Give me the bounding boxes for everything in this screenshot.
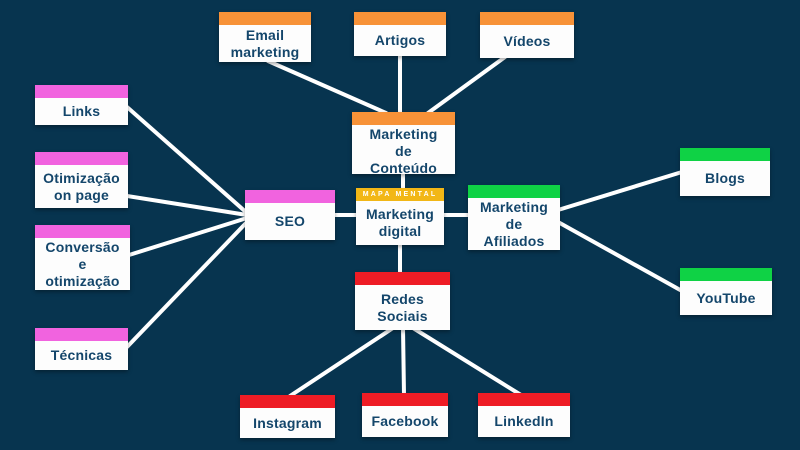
node-label: Conversão e otimização bbox=[45, 239, 120, 289]
node-label: Blogs bbox=[705, 170, 745, 187]
node-label: Facebook bbox=[371, 413, 439, 430]
node-color-bar-orange bbox=[352, 112, 455, 125]
node-color-bar-green bbox=[680, 148, 770, 161]
node-color-bar-red bbox=[478, 393, 570, 406]
node-youtube[interactable]: YouTube bbox=[680, 268, 772, 315]
node-color-bar-pink bbox=[35, 328, 128, 341]
node-color-bar-orange bbox=[480, 12, 574, 25]
node-color-bar-red bbox=[240, 395, 335, 408]
node-label: Artigos bbox=[374, 32, 426, 49]
node-redes-sociais[interactable]: Redes Sociais bbox=[355, 272, 450, 330]
node-blogs[interactable]: Blogs bbox=[680, 148, 770, 196]
connector-line-tecnicas-to-seo bbox=[125, 220, 249, 349]
node-color-bar-pink bbox=[35, 225, 130, 238]
node-label: Marketing de Conteúdo bbox=[369, 126, 438, 176]
node-color-bar-red bbox=[355, 272, 450, 285]
node-seo[interactable]: SEO bbox=[245, 190, 335, 240]
node-videos[interactable]: Vídeos bbox=[480, 12, 574, 58]
connector-line-redes-sociais-to-linkedin bbox=[411, 326, 523, 397]
connector-line-redes-sociais-to-instagram bbox=[288, 326, 395, 398]
node-label: Links bbox=[62, 103, 101, 120]
connector-line-redes-sociais-to-facebook bbox=[401, 326, 406, 397]
node-label: Instagram bbox=[253, 414, 322, 431]
node-label: Email marketing bbox=[230, 26, 300, 60]
node-marketing-de-conteudo[interactable]: Marketing de Conteúdo bbox=[352, 112, 455, 176]
node-color-bar-green bbox=[468, 185, 560, 198]
connector-line-videos-to-marketing-de-conteudo bbox=[426, 55, 507, 115]
node-color-bar-yellow: MAPA MENTAL bbox=[356, 188, 444, 201]
node-linkedin[interactable]: LinkedIn bbox=[478, 393, 570, 437]
node-label: Marketing de Afiliados bbox=[480, 199, 548, 249]
connector-line-marketing-de-afiliados-to-blogs bbox=[556, 170, 684, 212]
node-label: Técnicas bbox=[50, 347, 113, 364]
node-facebook[interactable]: Facebook bbox=[362, 393, 448, 437]
node-links[interactable]: Links bbox=[35, 85, 128, 125]
node-artigos[interactable]: Artigos bbox=[354, 12, 446, 56]
node-label: Redes Sociais bbox=[377, 290, 428, 324]
connector-line-marketing-de-afiliados-to-youtube bbox=[556, 220, 684, 293]
connector-line-otimizacao-on-page-to-seo bbox=[125, 194, 249, 217]
node-tecnicas[interactable]: Técnicas bbox=[35, 328, 128, 370]
node-label: Otimização on page bbox=[43, 169, 120, 203]
node-label: Vídeos bbox=[503, 33, 551, 50]
connector-line-conversao-e-otimizacao-to-seo bbox=[127, 216, 249, 257]
node-label: SEO bbox=[274, 213, 306, 230]
node-instagram[interactable]: Instagram bbox=[240, 395, 335, 438]
node-color-bar-orange bbox=[219, 12, 311, 25]
node-email-marketing[interactable]: Email marketing bbox=[219, 12, 311, 62]
node-label: YouTube bbox=[696, 289, 756, 306]
node-conversao-e-otimizacao[interactable]: Conversão e otimização bbox=[35, 225, 130, 290]
node-color-bar-red bbox=[362, 393, 448, 406]
node-color-bar-pink bbox=[35, 152, 128, 165]
node-marketing-de-afiliados[interactable]: Marketing de Afiliados bbox=[468, 185, 560, 250]
connector-line-email-marketing-to-marketing-de-conteudo bbox=[266, 59, 388, 115]
node-color-bar-pink bbox=[35, 85, 128, 98]
node-otimizacao-on-page[interactable]: Otimização on page bbox=[35, 152, 128, 208]
node-label: Marketing digital bbox=[366, 206, 434, 239]
mind-map-title: MAPA MENTAL bbox=[362, 191, 438, 198]
node-label: LinkedIn bbox=[494, 413, 554, 430]
connector-line-links-to-seo bbox=[125, 105, 249, 215]
node-color-bar-green bbox=[680, 268, 772, 281]
node-marketing-digital[interactable]: MAPA MENTAL Marketing digital bbox=[356, 188, 444, 245]
node-color-bar-orange bbox=[354, 12, 446, 25]
node-color-bar-pink bbox=[245, 190, 335, 203]
